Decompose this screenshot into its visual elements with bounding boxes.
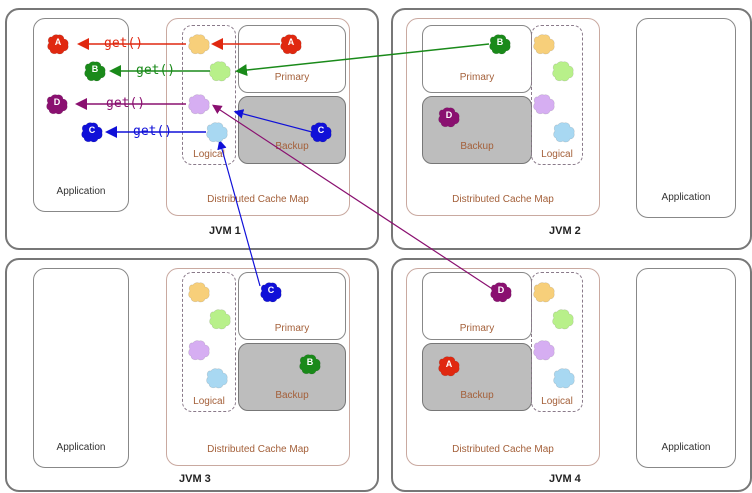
jvm-4-primary: Primary [422, 272, 532, 340]
jvm-4-backup: Backup [422, 343, 532, 411]
app-blob-B: B [84, 61, 106, 82]
blob-letter: C [317, 125, 325, 135]
cache-map-label: Distributed Cache Map [207, 444, 309, 455]
get-call-C-label: get() [133, 124, 173, 139]
logical-blob-C [553, 368, 575, 389]
blob-letter: B [91, 64, 99, 74]
backup-label: Backup [460, 141, 494, 152]
blob-letter: B [496, 37, 504, 47]
backup-label: Backup [275, 390, 309, 401]
logical-label: Logical [193, 396, 225, 407]
application-label: Application [661, 192, 711, 203]
blob-letter: C [267, 285, 275, 295]
logical-blob-A [188, 282, 210, 303]
jvm-3-primary: Primary [238, 272, 346, 340]
jvm-2-label: JVM 2 [549, 225, 581, 237]
primary-label: Primary [459, 323, 495, 334]
logical-blob-B [552, 61, 574, 82]
jvm-2-logical: Logical [531, 25, 583, 165]
jvm-1-logical: Logical [182, 25, 236, 165]
jvm-3-backup: Backup [238, 343, 346, 411]
cache-map-label: Distributed Cache Map [207, 194, 309, 205]
cache-map-label: Distributed Cache Map [452, 444, 554, 455]
primary-label: Primary [274, 72, 310, 83]
primary-label: Primary [459, 72, 495, 83]
logical-blob-D [188, 94, 210, 115]
jvm-3-application: Application [33, 268, 129, 468]
backup-blob-B: B [299, 354, 321, 375]
primary-blob-B: B [489, 34, 511, 55]
primary-blob-C: C [260, 282, 282, 303]
primary-blob-D: D [490, 282, 512, 303]
blob-letter: C [88, 125, 96, 135]
blob-letter: D [53, 97, 61, 107]
logical-label: Logical [541, 149, 573, 160]
backup-blob-C: C [310, 122, 332, 143]
backup-blob-D: D [438, 107, 460, 128]
blob-letter: A [445, 359, 453, 369]
application-label: Application [56, 442, 106, 453]
logical-blob-A [533, 282, 555, 303]
jvm-3-logical: Logical [182, 272, 236, 412]
blob-letter: D [497, 285, 505, 295]
primary-label: Primary [274, 323, 310, 334]
logical-blob-B [209, 61, 231, 82]
app-blob-C: C [81, 122, 103, 143]
blob-letter: B [306, 357, 314, 367]
app-blob-A: A [47, 34, 69, 55]
logical-blob-A [188, 34, 210, 55]
logical-blob-B [209, 309, 231, 330]
jvm-3-label: JVM 3 [179, 473, 211, 485]
application-label: Application [661, 442, 711, 453]
backup-blob-A: A [438, 356, 460, 377]
logical-label: Logical [541, 396, 573, 407]
jvm-4-label: JVM 4 [549, 473, 581, 485]
logical-blob-B [552, 309, 574, 330]
jvm-2-primary: Primary [422, 25, 532, 93]
get-call-B-label: get() [136, 63, 176, 78]
logical-blob-C [206, 368, 228, 389]
logical-label: Logical [193, 149, 225, 160]
logical-blob-A [533, 34, 555, 55]
logical-blob-D [533, 340, 555, 361]
get-call-D-label: get() [106, 96, 146, 111]
backup-label: Backup [460, 390, 494, 401]
logical-blob-D [188, 340, 210, 361]
application-label: Application [56, 186, 106, 197]
backup-label: Backup [275, 141, 309, 152]
jvm-4-logical: Logical [531, 272, 583, 412]
jvm-1-label: JVM 1 [209, 225, 241, 237]
jvm-4-application: Application [636, 268, 736, 468]
logical-blob-C [553, 122, 575, 143]
get-call-A-label: get() [104, 36, 144, 51]
jvm-1-application: Application [33, 18, 129, 212]
blob-letter: A [287, 37, 295, 47]
cache-map-label: Distributed Cache Map [452, 194, 554, 205]
logical-blob-C [206, 122, 228, 143]
jvm-2-application: Application [636, 18, 736, 218]
primary-blob-A: A [280, 34, 302, 55]
blob-letter: A [54, 37, 62, 47]
app-blob-D: D [46, 94, 68, 115]
blob-letter: D [445, 110, 453, 120]
logical-blob-D [533, 94, 555, 115]
